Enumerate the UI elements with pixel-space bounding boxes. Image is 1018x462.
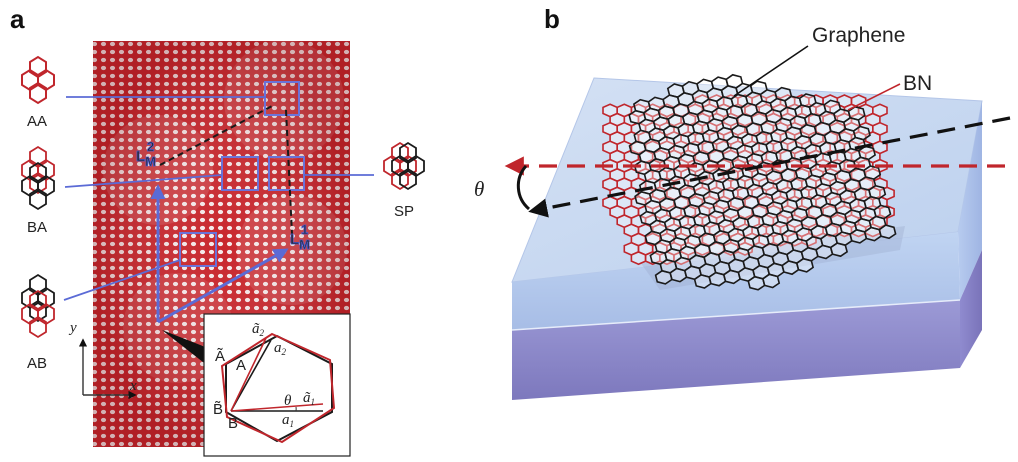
rotation-angle-label: θ xyxy=(474,177,484,201)
bn-label: BN xyxy=(903,72,932,95)
panel-b: b θ Graphene BN xyxy=(474,4,1011,400)
panel-a: a xyxy=(10,4,425,457)
unit-cell-edges xyxy=(159,104,293,235)
stacking-icon-ab xyxy=(21,273,55,339)
graphene-axis xyxy=(528,116,1011,218)
l2-label: LM2 xyxy=(136,139,156,169)
y-axis-label: y xyxy=(68,320,77,336)
graphene-label: Graphene xyxy=(812,24,905,47)
graphene-sheet xyxy=(628,73,897,291)
panel-a-letter: a xyxy=(10,4,25,34)
x-axis-label: x xyxy=(129,378,137,394)
inset-B-tilde: B̃ xyxy=(213,401,223,418)
graphene-sheet-hexagon xyxy=(878,224,897,240)
lattice-vectors xyxy=(150,184,289,324)
graphene-sheet-hexagon xyxy=(761,273,781,289)
aa-region xyxy=(264,81,300,116)
xy-axes xyxy=(78,338,137,400)
graphene-leader xyxy=(733,45,809,97)
inset-A-tilde: Ã xyxy=(215,348,225,365)
bn-sheet-hexagon xyxy=(864,223,881,238)
inset-a1-tilde: ã1 xyxy=(303,390,315,407)
rotation-arc xyxy=(516,164,531,211)
stacking-label-aa: AA xyxy=(27,113,47,130)
substrate-front-dark xyxy=(512,300,960,400)
region-markers xyxy=(179,81,305,267)
inset-B: B xyxy=(228,415,238,432)
unit-cell-inset: ã2 a2 Ã A B̃ B θ ã1 a1 xyxy=(203,313,351,457)
stacking-label-ba: BA xyxy=(27,219,47,236)
ab-region xyxy=(179,232,217,267)
substrate-right-light xyxy=(958,101,982,300)
ba-region xyxy=(221,156,259,191)
inset-a2: a2 xyxy=(274,340,287,357)
guide-lines xyxy=(63,96,374,301)
rotation-axes xyxy=(504,116,1011,218)
sp-region xyxy=(268,156,305,191)
stacking-icon-sp xyxy=(383,141,425,191)
graphene-sheet-hexagon xyxy=(795,257,815,273)
inset-a1: a1 xyxy=(282,412,294,429)
inset-theta: θ xyxy=(284,393,292,409)
inset-a2-tilde: ã2 xyxy=(252,321,265,338)
graphene-sheet-hexagon xyxy=(829,242,849,258)
stacking-label-ab: AB xyxy=(27,355,47,372)
panel-b-letter: b xyxy=(544,4,560,34)
l1-arrow xyxy=(157,248,289,324)
stacking-icon-ba xyxy=(21,145,55,211)
inset-A: A xyxy=(236,357,246,374)
stacking-label-sp: SP xyxy=(394,203,414,220)
bn-leader xyxy=(847,83,901,111)
l1-label: LM1 xyxy=(290,222,310,252)
bn-sheet-hexagon xyxy=(630,251,647,266)
substrate-right-dark xyxy=(960,250,982,368)
stacking-icon-aa xyxy=(21,55,55,105)
